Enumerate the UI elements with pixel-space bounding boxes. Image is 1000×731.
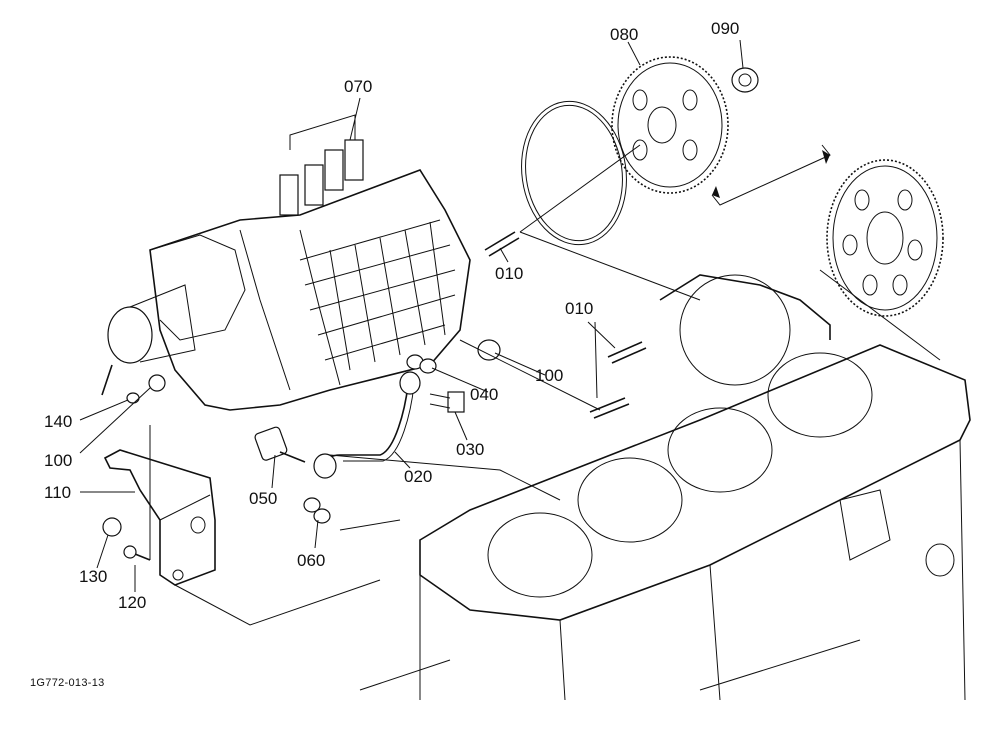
banjo-bolt	[254, 426, 306, 463]
gear-nut	[731, 67, 759, 93]
cylinder-block	[359, 439, 966, 701]
pump-bracket	[103, 449, 216, 586]
cylinder-head-gasket	[419, 344, 971, 621]
callout-100-right: 100	[535, 366, 564, 385]
callout-070: 070	[344, 77, 373, 96]
idler-gear-large	[826, 159, 944, 317]
callout-020: 020	[404, 467, 433, 486]
gasket-washers	[303, 354, 437, 524]
callout-090: 090	[711, 19, 740, 38]
callout-100-left: 100	[44, 451, 73, 470]
callout-050: 050	[249, 489, 278, 508]
callout-040: 040	[470, 385, 499, 404]
callout-140: 140	[44, 412, 73, 431]
callout-030: 030	[456, 440, 485, 459]
callout-010-upper: 010	[495, 264, 524, 283]
injection-pump	[101, 114, 471, 411]
fuel-pipe	[313, 371, 421, 479]
callout-110: 110	[44, 483, 72, 502]
assembly-lines	[149, 144, 941, 626]
callout-060: 060	[297, 551, 326, 570]
backlash-indicator	[711, 144, 831, 206]
o-ring	[521, 100, 627, 246]
figure-id: 1G772-013-13	[30, 677, 105, 689]
callout-130: 130	[79, 567, 108, 586]
hollow-bolt	[429, 391, 465, 413]
callout-010-lower: 010	[565, 299, 594, 318]
callout-080: 080	[610, 25, 639, 44]
pump-nut	[477, 339, 501, 361]
pump-drive-gear	[611, 56, 729, 194]
callout-120: 120	[118, 593, 147, 612]
leader-lines	[79, 39, 744, 592]
gear-case	[659, 274, 831, 386]
studs	[484, 231, 647, 419]
